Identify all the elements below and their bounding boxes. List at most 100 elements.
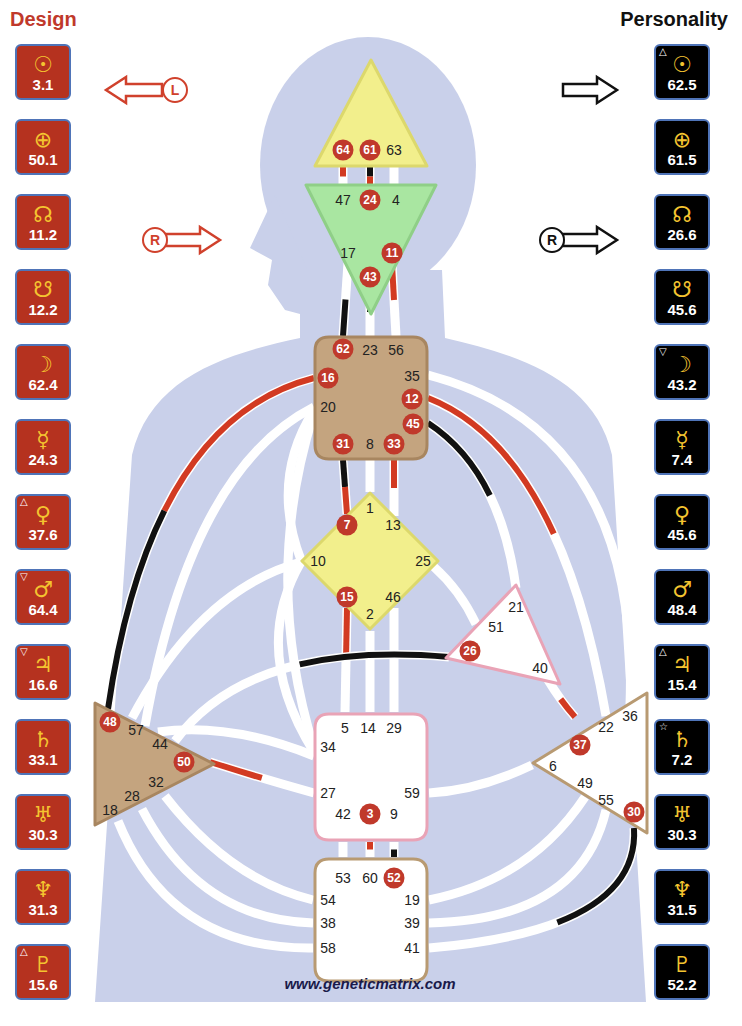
planet-box: ♀45.6	[654, 494, 710, 550]
planet-box: ☉3.1	[15, 44, 71, 100]
planet-symbol: ♀	[674, 502, 690, 527]
active-gate-number: 48	[100, 712, 121, 733]
planet-symbol: ☊	[33, 202, 53, 227]
planet-box: ♄33.1	[15, 719, 71, 775]
active-gate-number: 52	[384, 868, 405, 889]
planet-symbol: ☋	[672, 277, 692, 302]
active-gate-number: 12	[402, 389, 423, 410]
gate-line-number: 50.1	[28, 152, 57, 168]
direction-circle: R	[142, 227, 168, 253]
planet-box: ☿24.3	[15, 419, 71, 475]
channel-base	[210, 762, 314, 793]
channel-half	[391, 460, 397, 516]
planet-box: ☽62.4	[15, 344, 71, 400]
energy-center: 47244171143	[303, 182, 439, 317]
channel	[433, 566, 476, 624]
retro-mark: ▽	[20, 646, 28, 658]
planet-box: ☆♄7.2	[654, 719, 710, 775]
channel-base	[366, 460, 375, 492]
gate-number: 49	[577, 775, 593, 791]
gate-number: 42	[335, 806, 351, 822]
channel-half	[343, 460, 347, 514]
gate-line-number: 62.5	[667, 77, 696, 93]
gate-number: 51	[488, 619, 504, 635]
energy-center: 21512640	[444, 583, 562, 686]
channel	[118, 821, 313, 948]
planet-symbol: ☽	[672, 352, 692, 377]
planet-box: ♆31.3	[15, 869, 71, 925]
channel	[288, 410, 314, 560]
gate-number: 10	[310, 553, 326, 569]
gate-number: 18	[102, 802, 118, 818]
gate-number: 9	[390, 806, 398, 822]
center-shape	[533, 693, 647, 833]
gate-number: 5	[341, 720, 349, 736]
planet-symbol: ☽	[33, 352, 53, 377]
center-shape	[315, 859, 427, 981]
planet-box: ☋12.2	[15, 269, 71, 325]
gate-line-number: 16.6	[28, 677, 57, 693]
channel-base	[433, 566, 476, 624]
channel-half	[343, 460, 347, 514]
direction-letter: R	[150, 232, 160, 248]
channel-base	[429, 810, 606, 923]
center-shape	[446, 585, 560, 684]
channel-base	[142, 809, 313, 923]
planet-symbol: ♂	[672, 577, 692, 602]
gate-line-number: 45.6	[667, 302, 696, 318]
retro-mark: ▽	[659, 346, 667, 358]
channel	[370, 631, 371, 712]
planet-box: ☊26.6	[654, 194, 710, 250]
active-gate-number: 31	[333, 434, 354, 455]
planet-box: ♇52.2	[654, 944, 710, 1000]
channel-base	[343, 263, 348, 336]
channel-base	[390, 167, 399, 186]
gate-line-number: 26.6	[667, 227, 696, 243]
gate-number: 1	[366, 500, 374, 516]
planet-symbol: ⊕	[673, 127, 691, 152]
planet-symbol: ♇	[33, 952, 53, 977]
channel	[394, 608, 395, 712]
gate-line-number: 62.4	[28, 377, 57, 393]
channel-base	[366, 842, 375, 857]
planet-symbol: ♄	[33, 727, 53, 752]
center-shape	[315, 337, 427, 459]
channel-base	[288, 410, 314, 560]
center-shape	[302, 493, 438, 629]
channel-base	[339, 167, 348, 186]
planet-box: ⊕61.5	[654, 119, 710, 175]
column-heading: Design	[10, 8, 77, 31]
channel-half	[429, 828, 634, 948]
active-gate-number: 11	[382, 243, 403, 264]
channel-base	[548, 680, 575, 717]
planet-box: ☿7.4	[654, 419, 710, 475]
planet-symbol: ♆	[33, 877, 53, 902]
gate-line-number: 43.2	[667, 377, 696, 393]
channel-half	[428, 398, 606, 716]
gate-line-number: 31.3	[28, 902, 57, 918]
gate-line-number: 48.4	[667, 602, 696, 618]
planet-box: ♆31.5	[654, 869, 710, 925]
retro-mark: △	[20, 496, 28, 508]
channel	[165, 796, 313, 900]
channel	[428, 398, 606, 716]
gate-number: 58	[320, 940, 336, 956]
planet-symbol: ♇	[672, 952, 692, 977]
gate-number: 56	[388, 342, 404, 358]
channel-base	[428, 398, 606, 716]
gate-line-number: 31.5	[667, 902, 696, 918]
active-gate-number: 50	[174, 752, 195, 773]
planet-box: ▽♂64.4	[15, 569, 71, 625]
planet-box: ♅30.3	[654, 794, 710, 850]
active-gate-number: 30	[624, 802, 645, 823]
channel-base	[343, 460, 347, 514]
channel-base	[428, 423, 516, 588]
gate-line-number: 12.2	[28, 302, 57, 318]
channel	[370, 842, 371, 857]
channel-half	[392, 264, 396, 336]
energy-center: 1137102515462	[300, 491, 440, 631]
channel-base	[132, 562, 301, 718]
planet-box: △♇15.6	[15, 944, 71, 1000]
gate-number: 34	[320, 739, 336, 755]
planet-symbol: ♄	[672, 727, 692, 752]
